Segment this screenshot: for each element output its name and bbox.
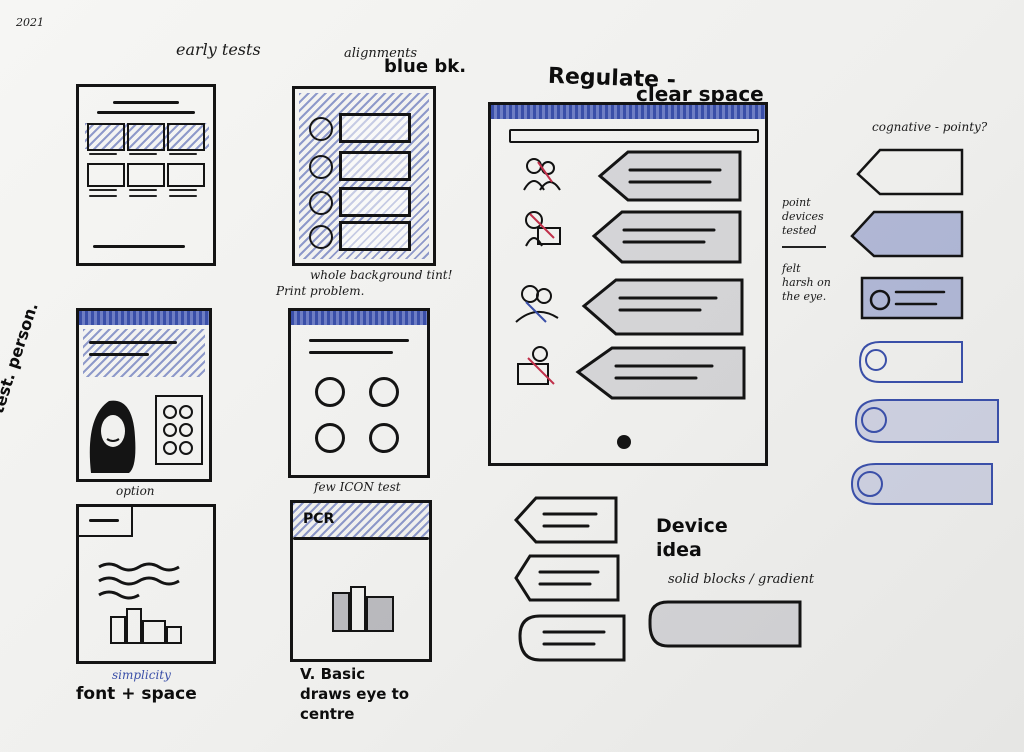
few-icon-test-label: few ICON test — [314, 480, 401, 494]
icon-circle — [315, 377, 345, 407]
early-tests-label: early tests — [176, 40, 261, 59]
alignments-label: alignments — [344, 46, 418, 61]
felt-harsh-note: felt harsh on the eye. — [782, 262, 831, 303]
solid-blocks-note: solid blocks / gradient — [668, 572, 815, 587]
whole-background-note: whole background tint! — [310, 268, 453, 282]
icon-circle — [369, 423, 399, 453]
books-illustration — [109, 607, 183, 645]
v-basic-label: V. Basic draws eye to centre — [300, 665, 410, 723]
icon-circle — [369, 377, 399, 407]
person-illustration — [85, 387, 141, 477]
sketch-frame-simplicity — [76, 504, 216, 664]
year-note: 2021 — [16, 16, 44, 29]
person-reading-icon — [514, 344, 560, 388]
blue-bk-label: blue bk. — [384, 56, 467, 77]
face-icon — [520, 208, 564, 248]
sketch-frame-few-icon — [288, 308, 430, 478]
sketch-frame-early-tests — [76, 84, 216, 266]
divider — [782, 246, 826, 248]
print-problem-note: Print problem. — [276, 284, 365, 298]
sketch-frame-pcr: PCR — [290, 500, 432, 662]
pcr-label: PCR — [303, 511, 335, 527]
simplicity-label: simplicity — [112, 668, 171, 682]
wave-lines — [98, 561, 180, 601]
people-icon — [520, 156, 564, 192]
dog-icon — [514, 282, 560, 326]
books-illustration — [331, 585, 397, 633]
sketch-frame-option — [76, 308, 212, 482]
font-space-label: font + space — [76, 684, 197, 704]
point-devices-note: point devices tested — [782, 196, 824, 237]
sketch-frame-blue-bk — [292, 86, 436, 266]
sketch-frame-regulate — [488, 102, 768, 466]
option-label: option — [116, 484, 155, 498]
cognative-note: cognative - pointy? — [872, 120, 988, 134]
device-idea-label: Device idea — [656, 515, 728, 561]
icon-circle — [315, 423, 345, 453]
